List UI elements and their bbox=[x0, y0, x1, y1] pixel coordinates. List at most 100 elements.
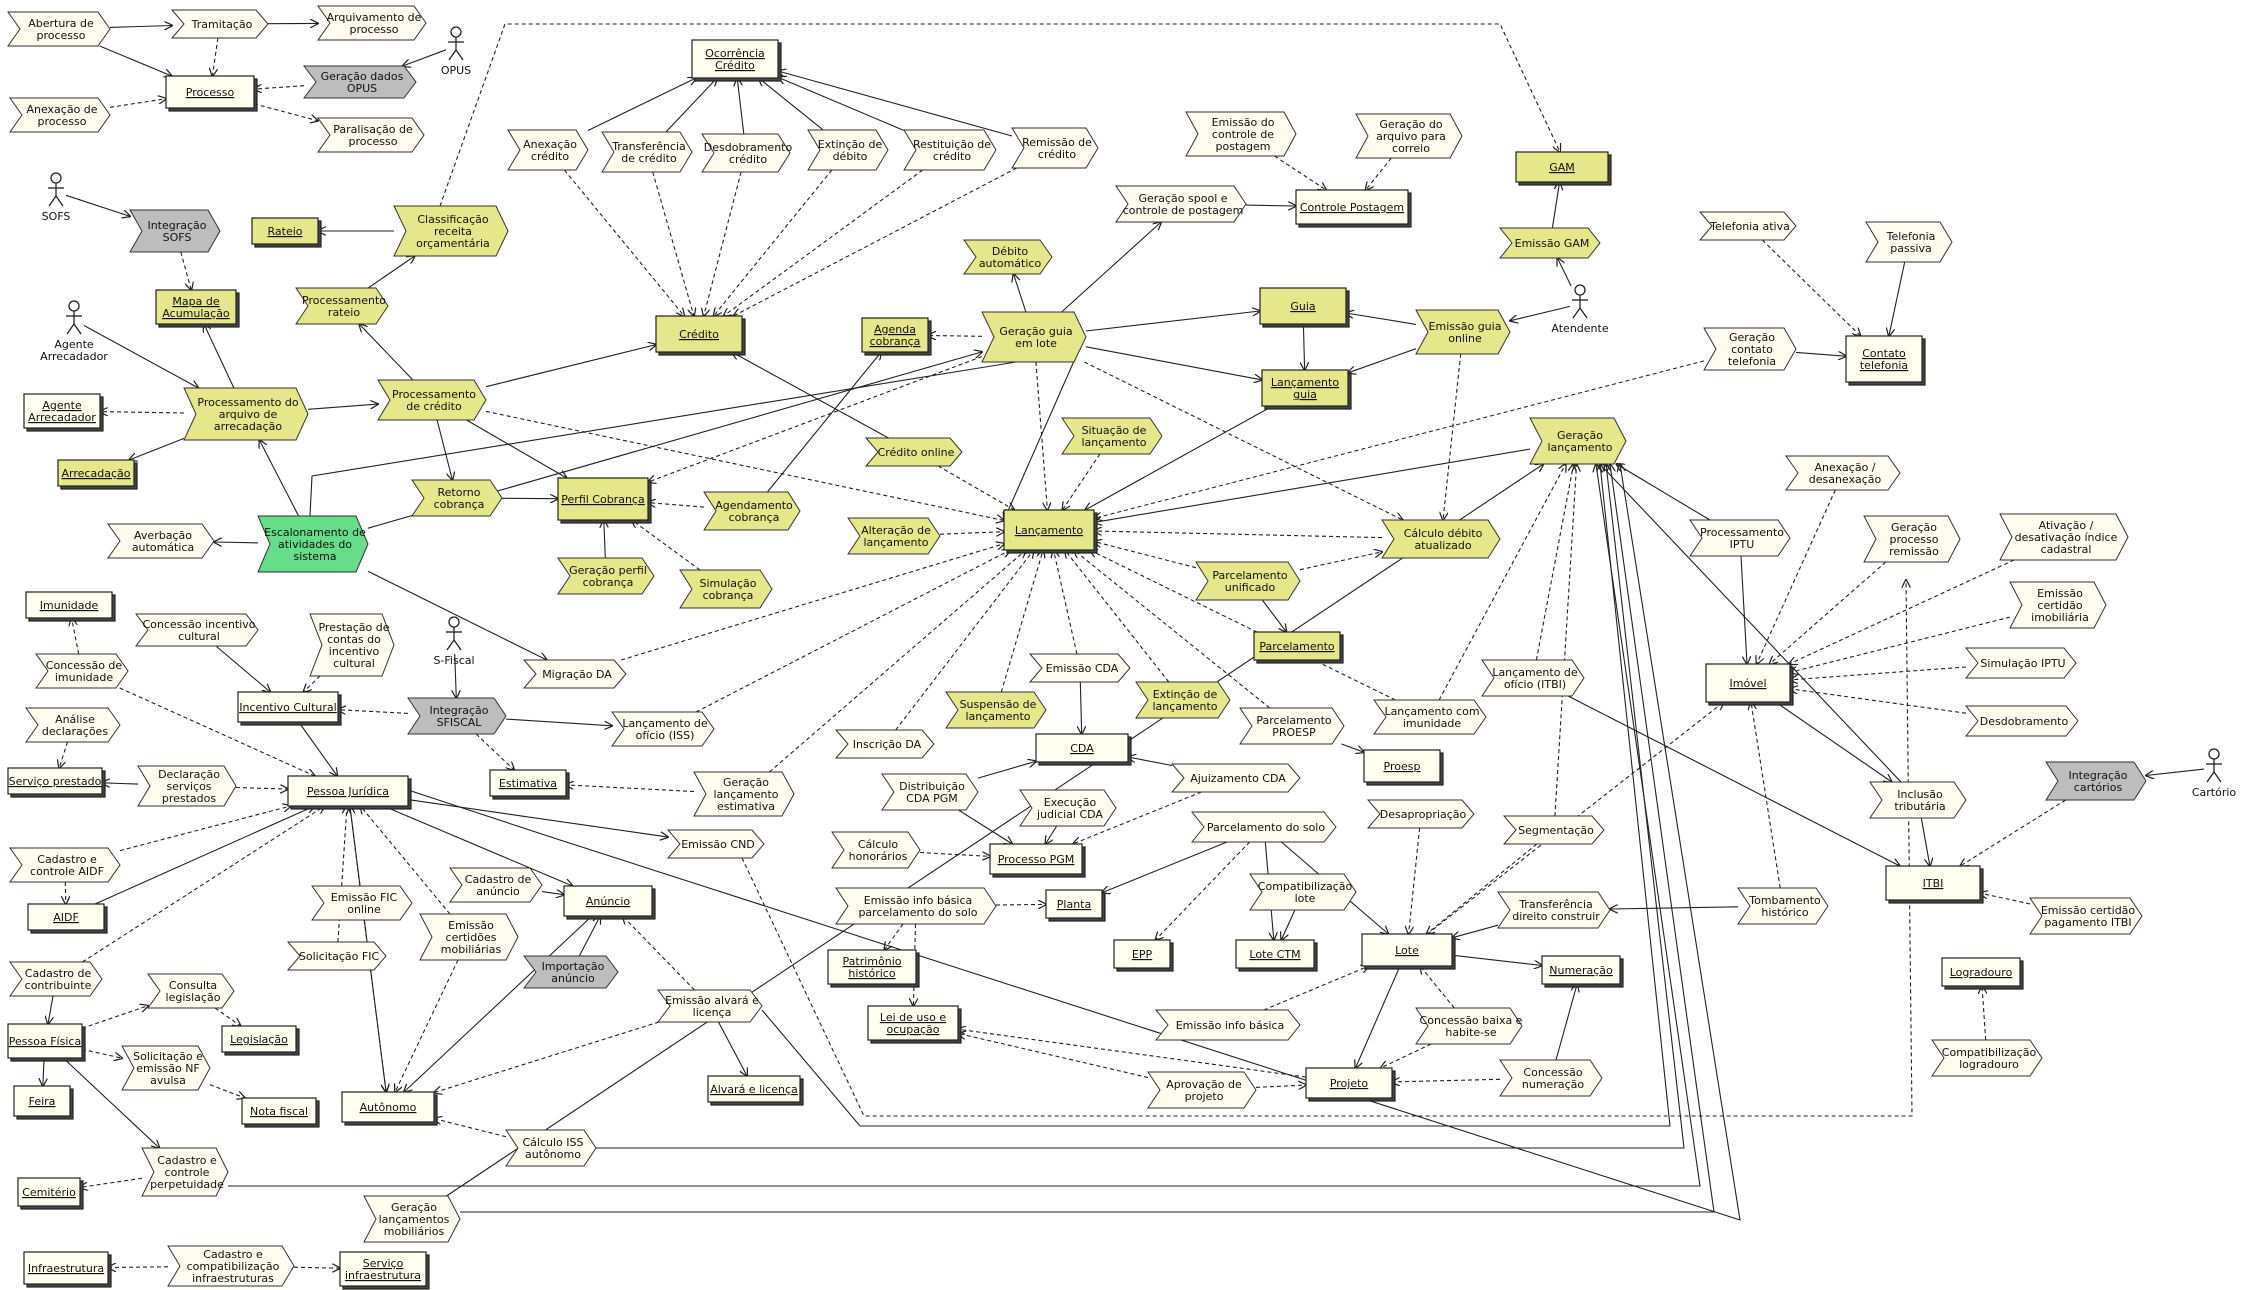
entity-proesp[interactable]: Proesp bbox=[1363, 749, 1444, 786]
entity-credito[interactable]: Crédito bbox=[655, 315, 746, 356]
entity-aidf[interactable]: AIDF bbox=[27, 903, 108, 934]
entity-arrec[interactable]: Arrecadação bbox=[57, 459, 138, 490]
actor-atend[interactable]: Atendente bbox=[1551, 284, 1609, 335]
process-tram[interactable]: Tramitação bbox=[170, 9, 269, 39]
entity-itbi[interactable]: ITBI bbox=[1885, 865, 1984, 904]
process-inscda[interactable]: Inscrição DA bbox=[834, 729, 935, 759]
actor-sofs[interactable]: SOFS bbox=[42, 172, 71, 223]
entity-rateio[interactable]: Rateio bbox=[251, 217, 322, 248]
entity-lctm[interactable]: Lote CTM bbox=[1235, 939, 1318, 972]
process-emcnd[interactable]: Emissão CND bbox=[666, 829, 765, 859]
entity-cpost[interactable]: Controle Postagem bbox=[1295, 189, 1412, 228]
entity-legis[interactable]: Legislação bbox=[221, 1025, 300, 1056]
entity-gam[interactable]: GAM bbox=[1515, 151, 1612, 186]
entity-alvara[interactable]: Alvará e licença bbox=[707, 1075, 804, 1106]
entity-lote[interactable]: Lote bbox=[1361, 933, 1456, 970]
entity-processo[interactable]: Processo bbox=[165, 75, 258, 112]
entity-cda[interactable]: CDA bbox=[1035, 733, 1132, 766]
entity-projeto[interactable]: Projeto bbox=[1305, 1067, 1396, 1102]
entity-logr[interactable]: Logradouro bbox=[1941, 957, 2024, 990]
entity-epp[interactable]: EPP bbox=[1113, 939, 1174, 972]
process-solfic[interactable]: Solicitação FIC bbox=[286, 941, 387, 971]
entity-pf[interactable]: Pessoa Física bbox=[7, 1023, 86, 1062]
entity-autonomo[interactable]: Autônomo bbox=[341, 1091, 438, 1126]
entity-guia[interactable]: Guia bbox=[1259, 287, 1350, 328]
process-ajuiz[interactable]: Ajuizamento CDA bbox=[1170, 763, 1301, 793]
process-emgam[interactable]: Emissão GAM bbox=[1498, 227, 1601, 259]
process-eminfo[interactable]: Emissão info básica bbox=[1154, 1009, 1301, 1041]
entity-imovel[interactable]: Imóvel bbox=[1705, 663, 1794, 706]
entity-estim[interactable]: Estimativa bbox=[489, 769, 570, 800]
actor-sfiscal[interactable]: S-Fiscal bbox=[433, 616, 475, 667]
entity-planta[interactable]: Planta bbox=[1045, 889, 1106, 922]
entity-incult[interactable]: Incentivo Cultural bbox=[237, 691, 342, 726]
process-segm[interactable]: Segmentação bbox=[1502, 815, 1605, 845]
entity-lanc[interactable]: Lançamento bbox=[1003, 509, 1098, 554]
entity-numer[interactable]: Numeração bbox=[1541, 955, 1624, 988]
process-desapr[interactable]: Desapropriação bbox=[1366, 799, 1475, 829]
process-parcsolo[interactable]: Parcelamento do solo bbox=[1190, 811, 1337, 843]
process-credon[interactable]: Crédito online bbox=[864, 437, 963, 467]
process-emcda[interactable]: Emissão CDA bbox=[1028, 653, 1131, 683]
process-migda[interactable]: Migração DA bbox=[522, 659, 627, 689]
entity-anuncio[interactable]: Anúncio bbox=[563, 885, 656, 920]
entity-ppgm[interactable]: Processo PGM bbox=[989, 843, 1086, 878]
entity-perfil[interactable]: Perfil Cobrança bbox=[557, 477, 652, 524]
